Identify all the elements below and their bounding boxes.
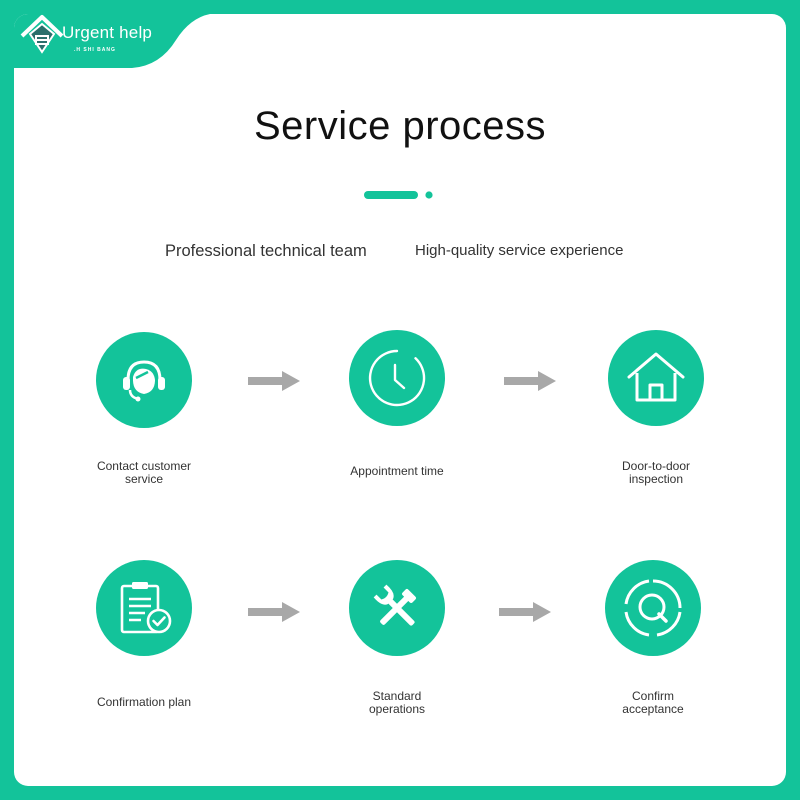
- step-label: Contact customer service: [96, 459, 192, 486]
- house-icon: [627, 352, 685, 402]
- step-icon-circle: [349, 560, 445, 656]
- arrow-right-icon: [499, 602, 551, 622]
- brand-subtitle: .H SHI BANG: [74, 47, 116, 53]
- tagline-professional-team: Professional technical team: [165, 242, 367, 260]
- tools-icon: [373, 584, 416, 626]
- step-label: Standard operations: [368, 689, 426, 716]
- step-icon-circle: [96, 332, 192, 428]
- step-contact-customer-service: Contact customer service: [44, 332, 244, 486]
- step-label: Appointment time: [350, 464, 444, 478]
- step-door-to-door-inspection: Door-to-door inspection: [556, 330, 756, 486]
- step-label: Door-to-door inspection: [621, 459, 691, 486]
- headset-agent-icon: [123, 360, 165, 402]
- brand-name: Urgent help: [62, 23, 153, 42]
- content-card: Urgent help .H SHI BANG Service process …: [14, 14, 786, 786]
- tagline-service-experience: High-quality service experience: [415, 242, 624, 259]
- step-icon-circle: [96, 560, 192, 656]
- brand-tab-shape: [14, 14, 210, 68]
- arrow-right-icon: [248, 371, 300, 391]
- clock-icon: [368, 349, 426, 407]
- magnifier-target-icon: [624, 579, 682, 637]
- step-confirm-acceptance: Confirm acceptance: [553, 560, 753, 716]
- arrow-right-icon: [504, 371, 556, 391]
- step-icon-circle: [608, 330, 704, 426]
- step-confirmation-plan: Confirmation plan: [44, 560, 244, 709]
- clipboard-check-icon: [120, 582, 172, 634]
- step-icon-circle: [605, 560, 701, 656]
- step-label: Confirm acceptance: [622, 689, 684, 716]
- arrow-right-icon: [248, 602, 300, 622]
- page-title: Service process: [253, 104, 547, 148]
- brand-logo-icon: [20, 15, 64, 54]
- step-icon-circle: [349, 330, 445, 426]
- title-accent-divider: [364, 191, 433, 199]
- step-standard-operations: Standard operations: [297, 560, 497, 716]
- brand-header: Urgent help .H SHI BANG: [14, 14, 224, 68]
- step-label: Confirmation plan: [96, 695, 192, 709]
- step-appointment-time: Appointment time: [297, 330, 497, 478]
